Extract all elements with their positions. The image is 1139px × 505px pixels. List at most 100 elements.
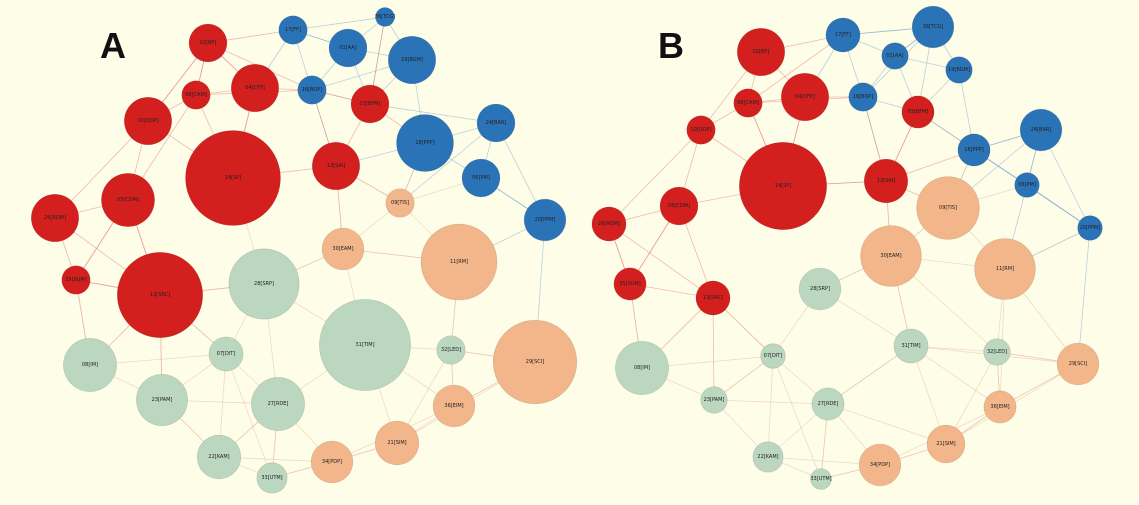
node-circle (659, 186, 699, 226)
node-label: 33[UTM] (261, 475, 282, 481)
node-circle (901, 95, 935, 129)
network-node: 36[TCG] (911, 5, 955, 49)
node-label: 22[KAM] (208, 454, 229, 460)
network-node: 34[PDP] (310, 440, 354, 484)
network-node: 36[EIM] (983, 390, 1017, 424)
network-node: 16[BOP] (848, 82, 878, 112)
node-circle (916, 176, 980, 240)
node-label: 18[PPP] (415, 140, 434, 146)
network-node: 20[PPM] (523, 198, 567, 242)
node-label: 21[SIM] (387, 440, 406, 446)
node-circle (387, 35, 437, 85)
network-node: 02[BP] (188, 23, 228, 63)
node-label: 19[BGM] (948, 67, 970, 73)
network-node: 28[SRP] (798, 267, 842, 311)
node-label: 03[BFM] (360, 101, 381, 107)
node-label: 14[SP] (775, 183, 792, 189)
network-node: 24[BAR] (1019, 108, 1063, 152)
node-circle (736, 27, 786, 77)
node-circle (208, 336, 244, 372)
network-node: 10[ODP] (123, 96, 173, 146)
network-node: 07[DIT] (760, 343, 786, 369)
node-label: 36[EIM] (444, 403, 463, 409)
network-node: 09[TIS] (385, 188, 415, 218)
node-label: 35[SUM] (619, 281, 640, 287)
network-node: 29[SCI] (492, 319, 578, 405)
node-label: 02[BP] (200, 40, 217, 46)
network-node: 34[PDP] (858, 443, 902, 487)
node-circle (328, 28, 368, 68)
network-node: 31[TIM] (893, 328, 929, 364)
node-label: 04[CFP] (795, 94, 815, 100)
node-circle (863, 158, 909, 204)
node-label: 09[TIS] (939, 205, 957, 211)
node-label: 06[PM] (1018, 182, 1036, 188)
node-circle (185, 130, 281, 226)
node-circle (893, 328, 929, 364)
node-label: 13[SRC] (703, 295, 723, 301)
network-edge (1077, 227, 1091, 365)
node-circle (116, 251, 204, 339)
node-circle (321, 227, 365, 271)
network-node: 21[SIM] (926, 424, 966, 464)
node-label: 20[PPM] (1080, 225, 1101, 231)
node-circle (860, 225, 922, 287)
node-label: 05[CDM] (117, 197, 139, 203)
node-circle (752, 441, 784, 473)
network-node: 04[CFP] (780, 72, 830, 122)
network-node: 33[UTM] (810, 468, 832, 490)
network-node: 21[SIM] (374, 420, 420, 466)
node-circle (1014, 172, 1040, 198)
network-node: 22[KAM] (752, 441, 784, 473)
node-label: 22[KAM] (757, 454, 778, 460)
node-label: 26[RDM] (44, 215, 66, 221)
node-label: 32[LED] (987, 349, 1007, 355)
network-node: 36[EIM] (432, 384, 476, 428)
node-circle (733, 88, 763, 118)
node-label: 28[SRP] (810, 286, 830, 292)
node-circle (858, 443, 902, 487)
node-label: 21[SIM] (936, 441, 955, 447)
network-node: 18[PPP] (957, 133, 991, 167)
node-label: 36[TCG] (923, 24, 943, 30)
panel-label-b: B (658, 25, 684, 66)
node-circle (974, 238, 1036, 300)
node-circle (523, 198, 567, 242)
network-node: 03[BFM] (350, 84, 390, 124)
network-node: 08[CAM] (733, 88, 763, 118)
node-circle (123, 96, 173, 146)
node-label: 18[PPP] (964, 147, 983, 153)
node-label: 26[RDM] (598, 221, 620, 227)
network-node: 14[SP] (185, 130, 281, 226)
network-node: 18[PPP] (396, 114, 454, 172)
panel-label-a: A (100, 25, 126, 66)
node-label: 16[BOP] (302, 87, 323, 93)
network-edge (369, 103, 497, 124)
network-node: 36[TCG] (375, 7, 395, 27)
node-label: 02[BP] (753, 49, 770, 55)
node-circle (1077, 215, 1103, 241)
node-label: 32[LED] (441, 347, 461, 353)
node-label: 33[UTM] (810, 476, 831, 482)
node-label: 09[TIS] (391, 200, 409, 206)
node-circle (188, 23, 228, 63)
node-circle (700, 386, 728, 414)
network-edge (747, 34, 844, 104)
network-node: 05[CDM] (659, 186, 699, 226)
node-label: 23[PAM] (704, 397, 725, 403)
node-layer: 02[BP]17[FF]36[TCG]01[AA]19[BGM]08[CAM]0… (30, 5, 1103, 494)
node-label: 03[BFM] (908, 109, 929, 115)
node-label: 01[AA] (886, 53, 903, 59)
network-node: 33[UTM] (256, 462, 288, 494)
node-circle (350, 84, 390, 124)
network-edge (399, 122, 497, 204)
node-circle (396, 114, 454, 172)
network-node: 31[TIM] (319, 299, 411, 391)
network-node: 09[TIS] (916, 176, 980, 240)
network-node: 03[BFM] (901, 95, 935, 129)
network-node: 11[RM] (974, 238, 1036, 300)
node-circle (385, 188, 415, 218)
node-circle (476, 103, 516, 143)
network-node: 29[SCI] (1056, 342, 1100, 386)
